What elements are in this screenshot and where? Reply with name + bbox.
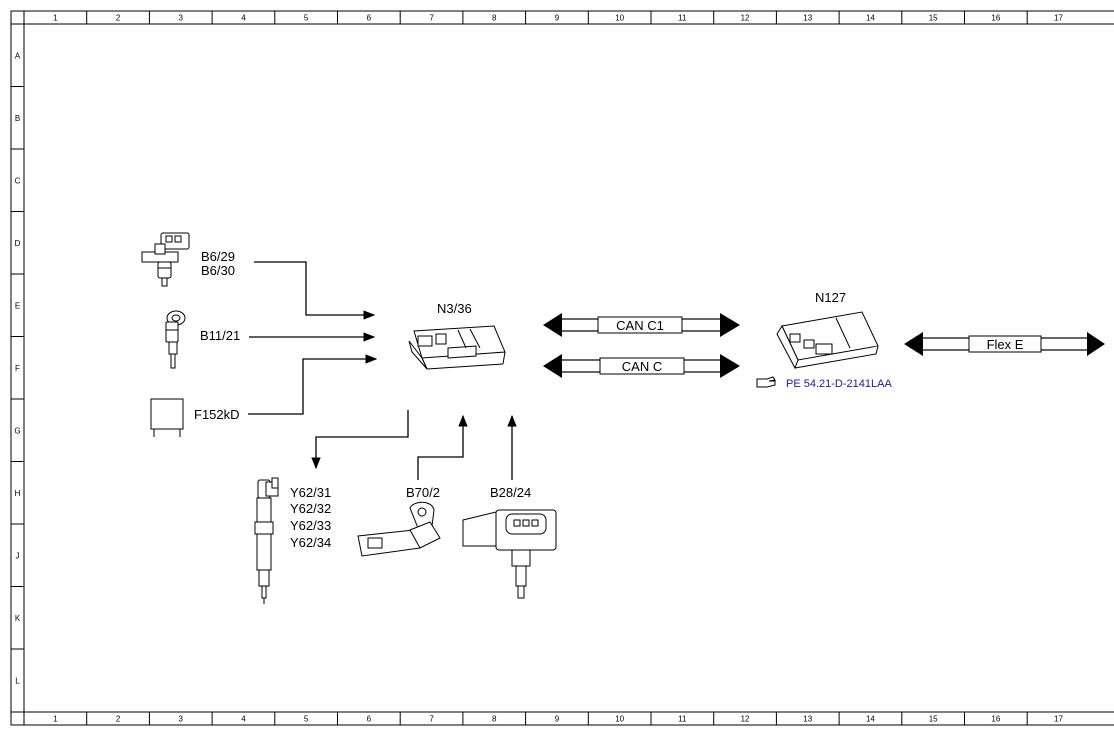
y62-label-4: Y62/34	[290, 535, 331, 550]
sheet-frame	[10, 10, 1114, 726]
column-number-8: 8	[492, 715, 497, 724]
b70-label: B70/2	[406, 485, 440, 500]
column-number-13: 13	[803, 715, 812, 724]
column-number-4: 4	[241, 14, 246, 23]
component-b6[interactable]: B6/29 B6/30	[141, 232, 235, 287]
bus-can-c1-label: CAN C1	[616, 318, 664, 333]
column-number-17: 17	[1054, 14, 1063, 23]
engine-control-unit-icon	[408, 325, 506, 370]
bus-can-c1[interactable]: CAN C1	[543, 313, 740, 337]
component-b28[interactable]: B28/24	[462, 485, 557, 599]
wire-n3-to-y62	[311, 410, 409, 470]
column-number-1: 1	[53, 715, 58, 724]
column-number-7: 7	[429, 715, 434, 724]
b28-label: B28/24	[490, 485, 531, 500]
y62-label-1: Y62/31	[290, 485, 331, 500]
component-y62[interactable]: Y62/31 Y62/32 Y62/33 Y62/34	[254, 477, 331, 604]
column-number-5: 5	[304, 14, 309, 23]
column-number-5: 5	[304, 715, 309, 724]
column-number-11: 11	[678, 715, 687, 724]
bus-can-c[interactable]: CAN C	[543, 354, 740, 378]
column-number-14: 14	[866, 14, 875, 23]
row-letter-K: K	[15, 614, 21, 623]
component-b70[interactable]: B70/2	[357, 485, 441, 557]
component-f152[interactable]: F152kD	[150, 398, 240, 437]
f152-label: F152kD	[194, 407, 240, 422]
n127-label: N127	[815, 290, 846, 305]
row-letter-J: J	[16, 551, 20, 560]
column-number-4: 4	[241, 715, 246, 724]
column-number-14: 14	[866, 715, 875, 724]
b6-label-1: B6/29	[201, 249, 235, 264]
row-letter-D: D	[15, 239, 21, 248]
bus-flex-e-label: Flex E	[987, 337, 1024, 352]
row-letter-C: C	[15, 176, 21, 185]
b11-label: B11/21	[200, 328, 240, 343]
pressure-sensor-icon	[462, 509, 557, 599]
column-number-2: 2	[116, 14, 121, 23]
relay-icon	[150, 398, 184, 437]
b6-label-2: B6/30	[201, 263, 235, 278]
row-letter-G: G	[14, 426, 20, 435]
temperature-sensor-icon	[165, 310, 186, 369]
column-number-6: 6	[367, 715, 372, 724]
column-number-10: 10	[615, 14, 624, 23]
powertrain-control-unit-icon	[776, 311, 879, 370]
pointing-hand-icon	[756, 376, 776, 388]
row-letter-B: B	[15, 114, 20, 123]
component-b11[interactable]: B11/21	[165, 310, 240, 369]
column-number-2: 2	[116, 715, 121, 724]
column-number-16: 16	[991, 14, 1000, 23]
fuel-injector-icon	[254, 477, 279, 604]
component-n127[interactable]: N127	[776, 290, 879, 370]
column-number-3: 3	[179, 14, 184, 23]
n3-label: N3/36	[437, 301, 472, 316]
wire-f152-to-n3	[248, 354, 378, 415]
column-number-11: 11	[678, 14, 687, 23]
bus-flex-e[interactable]: Flex E	[904, 332, 1105, 356]
column-number-15: 15	[929, 14, 938, 23]
column-number-1: 1	[53, 14, 58, 23]
column-number-13: 13	[803, 14, 812, 23]
row-letter-A: A	[15, 51, 21, 60]
column-number-17: 17	[1054, 715, 1063, 724]
row-letter-H: H	[15, 489, 21, 498]
column-number-9: 9	[555, 715, 560, 724]
reference-link[interactable]: PE 54.21-D-2141LAA	[756, 376, 892, 390]
row-letter-L: L	[15, 676, 20, 685]
bus-can-c-label: CAN C	[622, 359, 662, 374]
y62-label-2: Y62/32	[290, 501, 331, 516]
row-letter-F: F	[15, 364, 20, 373]
column-number-7: 7	[429, 14, 434, 23]
reference-text[interactable]: PE 54.21-D-2141LAA	[786, 378, 892, 390]
crankshaft-sensor-icon	[357, 501, 441, 557]
row-letter-E: E	[15, 301, 20, 310]
column-number-9: 9	[555, 14, 560, 23]
column-number-6: 6	[367, 14, 372, 23]
y62-label-3: Y62/33	[290, 518, 331, 533]
column-number-3: 3	[179, 715, 184, 724]
column-number-8: 8	[492, 14, 497, 23]
column-number-12: 12	[741, 715, 750, 724]
row-ruler-left: A B C D E F G H J K L	[11, 23, 24, 685]
camshaft-sensor-icon	[141, 232, 190, 287]
component-n3[interactable]: N3/36	[408, 301, 506, 370]
wire-b70-to-n3	[417, 414, 468, 480]
column-number-12: 12	[741, 14, 750, 23]
wire-b6-to-n3	[254, 261, 376, 320]
column-number-15: 15	[929, 715, 938, 724]
column-number-16: 16	[991, 715, 1000, 724]
column-number-10: 10	[615, 715, 624, 724]
